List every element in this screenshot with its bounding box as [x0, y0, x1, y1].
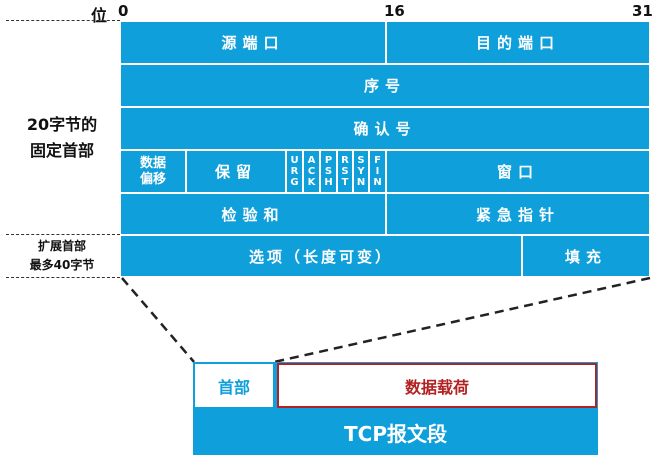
fixed-header-label: 20字节的 固定首部 [12, 112, 112, 164]
field-urgent-pointer: 紧急指针 [386, 193, 650, 235]
expansion-line-left [121, 277, 195, 363]
bit-tick-16: 16 [384, 2, 405, 20]
expansion-line-right [273, 276, 651, 364]
field-reserved: 保留 [186, 150, 286, 193]
segment-label: TCP报文段 [344, 421, 447, 446]
options-header-label-line2: 最多40字节 [29, 258, 95, 272]
field-options: 选项（长度可变） [120, 235, 522, 277]
fixed-header-label-line2: 固定首部 [29, 141, 94, 160]
fixed-header-label-line1: 20字节的 [26, 115, 98, 134]
segment-label-bar: TCP报文段 [193, 409, 598, 455]
dashed-line-options-end [6, 277, 120, 278]
field-sequence-number: 序号 [120, 64, 650, 107]
field-source-port: 源端口 [120, 21, 386, 64]
dashed-line-top [6, 20, 120, 21]
segment-header-box: 首部 [194, 363, 274, 408]
field-data-offset: 数据 偏移 [120, 150, 186, 193]
options-header-label: 扩展首部 最多40字节 [8, 237, 116, 275]
field-checksum: 检验和 [120, 193, 386, 235]
field-data-offset-line1: 数据 [139, 155, 166, 171]
options-header-label-line1: 扩展首部 [37, 239, 86, 253]
segment-payload-box: 数据载荷 [277, 363, 597, 408]
field-window: 窗口 [386, 150, 650, 193]
field-destination-port: 目的端口 [386, 21, 650, 64]
tcp-segment-diagram: 首部 数据载荷 TCP报文段 [193, 362, 598, 455]
segment-payload-label: 数据载荷 [404, 377, 469, 397]
field-ack-number: 确认号 [120, 107, 650, 150]
dashed-line-fixed-end [6, 234, 120, 235]
bit-tick-31: 31 [632, 2, 653, 20]
field-data-offset-line2: 偏移 [139, 171, 166, 187]
bit-tick-0: 0 [118, 2, 129, 20]
segment-header-label: 首部 [217, 377, 250, 397]
field-padding: 填充 [522, 235, 650, 277]
